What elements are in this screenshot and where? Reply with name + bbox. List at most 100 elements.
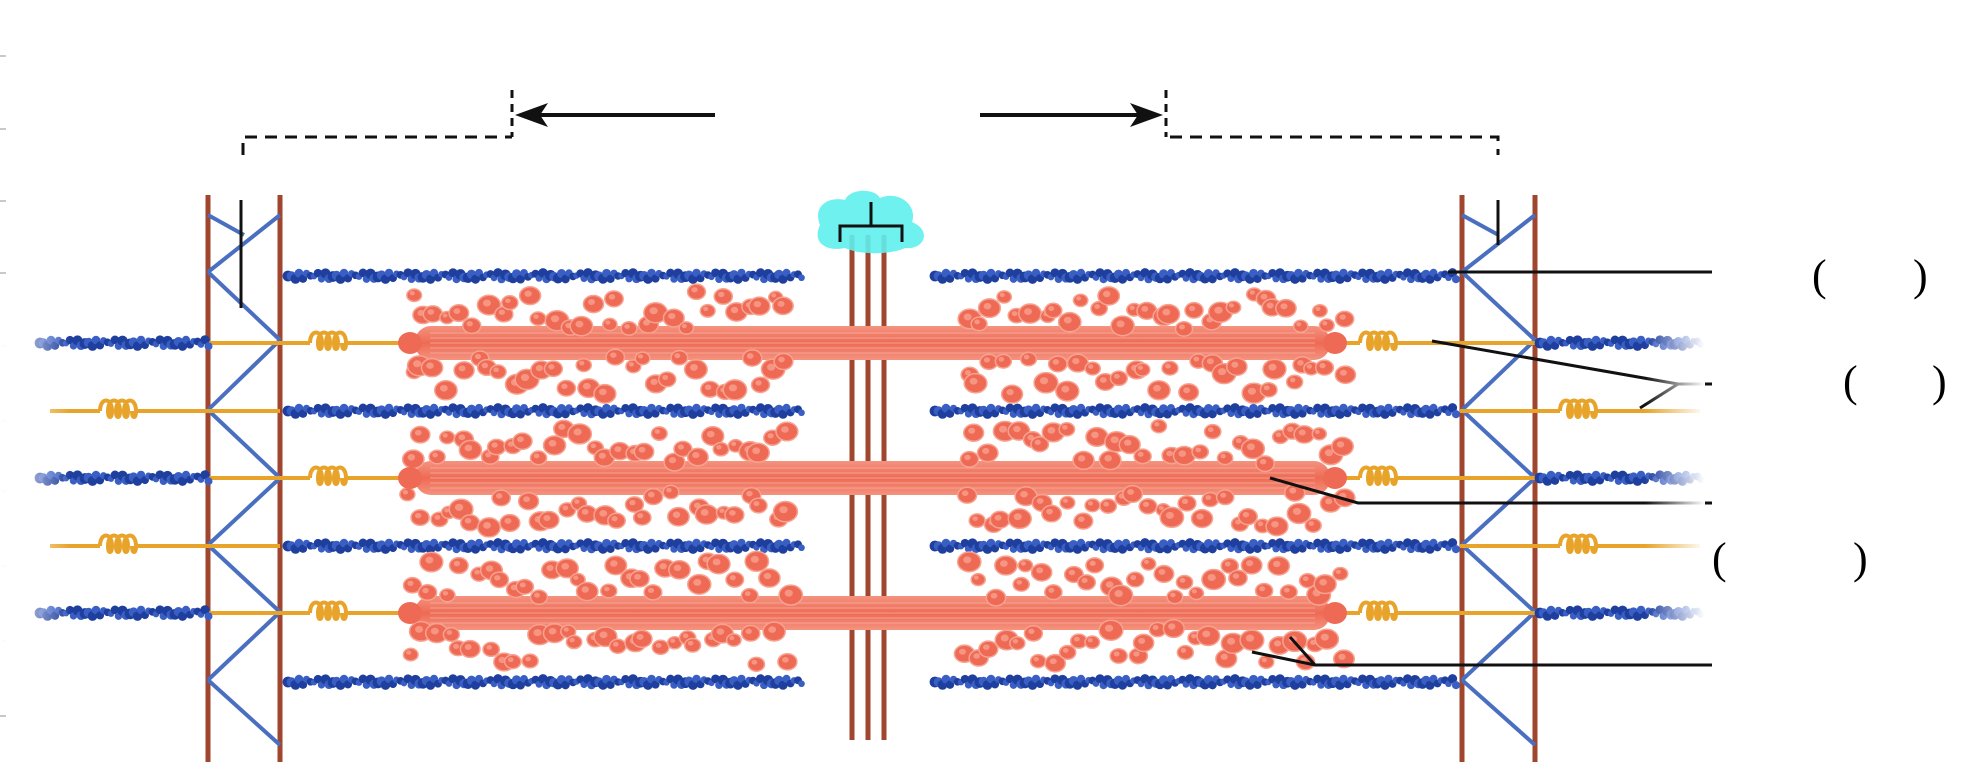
myosin-head — [442, 627, 461, 643]
myosin-head — [608, 638, 627, 654]
right-arrow-icon — [1130, 103, 1163, 127]
myosin-head — [1166, 589, 1184, 605]
myosin-head — [1085, 557, 1105, 574]
myosin-head — [402, 647, 419, 662]
myosin-head — [1201, 491, 1220, 508]
myosin-head — [1109, 370, 1129, 387]
myosin-head — [1077, 574, 1097, 591]
myosin-head — [712, 441, 730, 457]
z-disc-strut — [1460, 610, 1537, 682]
leader-line-4b — [1288, 636, 1317, 666]
myosin-head — [683, 637, 702, 653]
titin-filament — [205, 330, 410, 351]
myosin-head — [1044, 584, 1063, 601]
myosin-head — [601, 317, 618, 332]
z-disc-strut — [1460, 476, 1537, 547]
myosin-head — [1176, 644, 1195, 660]
myosin-head — [1019, 351, 1038, 367]
titin-layer — [50, 330, 1700, 621]
myosin-head — [1072, 293, 1089, 308]
myosin-head — [1304, 517, 1322, 533]
myosin-head — [1133, 448, 1152, 465]
myosin-layer — [398, 283, 1357, 673]
myosin-tip — [1323, 467, 1347, 489]
myosin-head — [607, 512, 626, 529]
edge-tick — [0, 128, 6, 130]
left-fade — [0, 300, 70, 660]
myosin-head — [1017, 558, 1034, 573]
myosin-head — [529, 589, 549, 606]
myosin-tip — [1323, 602, 1347, 624]
myosin-head — [994, 353, 1013, 369]
z-disc-strut — [1460, 408, 1537, 480]
myosin-head — [600, 583, 618, 599]
titin-filament — [205, 600, 410, 621]
z-disc-strut — [206, 270, 282, 342]
myosin-head — [1216, 450, 1234, 466]
myosin-head — [489, 364, 507, 380]
leader-line-3 — [1269, 476, 1712, 505]
myosin-head — [1109, 647, 1128, 664]
myosin-head — [657, 371, 677, 388]
label-2-open-paren: ( — [1843, 357, 1858, 406]
myosin-head — [1084, 498, 1101, 513]
myosin-head — [620, 320, 638, 336]
myosin-head — [1318, 318, 1335, 333]
myosin-head — [1254, 582, 1274, 599]
myosin-head — [1059, 495, 1076, 510]
myosin-head — [662, 484, 680, 500]
myosin-head — [439, 588, 456, 603]
myosin-head — [1215, 489, 1235, 506]
myosin-head — [1009, 636, 1026, 651]
myosin-head — [1285, 374, 1304, 390]
myosin-head — [565, 634, 583, 650]
myosin-head — [1311, 427, 1328, 441]
myosin-head — [970, 572, 986, 587]
myosin-filament — [398, 283, 1357, 404]
myosin-head — [521, 653, 539, 669]
z-disc-strut — [1460, 543, 1537, 614]
myosin-head — [1084, 361, 1102, 376]
myosin-head — [1191, 444, 1210, 460]
actin-layer — [34, 268, 1705, 690]
myosin-head — [678, 321, 695, 335]
myosin-head — [1058, 422, 1076, 437]
myosin-head — [1140, 556, 1157, 571]
label-1-open-paren: ( — [1812, 251, 1827, 300]
actin-filament — [282, 268, 805, 284]
label-4-open-paren: ( — [1712, 534, 1727, 583]
edge-tick — [0, 715, 6, 717]
actin-filament — [282, 403, 805, 419]
myosin-head — [428, 449, 446, 465]
z-disc-strut — [206, 476, 282, 547]
myosin-head — [1311, 303, 1328, 318]
myosin-head — [482, 641, 501, 658]
myosin-head — [1203, 423, 1222, 440]
titin-filament — [1325, 600, 1540, 621]
z-disc-strut — [1460, 270, 1537, 342]
z-disc-strut — [1460, 338, 1537, 412]
dimension-dashed-right — [1170, 135, 1500, 155]
myosin-head — [1292, 319, 1309, 333]
actin-filament — [929, 674, 1461, 690]
myosin-head — [1134, 362, 1151, 377]
myosin-head — [1174, 321, 1194, 337]
myosin-head — [399, 487, 416, 502]
myosin-head — [1029, 653, 1047, 669]
myosin-tip — [1323, 332, 1347, 354]
titin-filament — [50, 398, 280, 419]
myosin-head — [1138, 498, 1158, 515]
annotation-layer — [0, 55, 1712, 717]
myosin-filament — [398, 418, 1356, 538]
edge-tick — [0, 55, 6, 57]
actin-filament — [282, 674, 805, 690]
edge-tick — [0, 272, 6, 274]
myosin-tip — [398, 332, 422, 354]
myosin-tip — [398, 467, 422, 489]
myosin-head — [1030, 436, 1050, 453]
myosin-head — [1099, 498, 1118, 514]
myosin-head — [650, 426, 668, 441]
myosin-head — [1225, 300, 1242, 315]
myosin-filament — [398, 550, 1356, 673]
